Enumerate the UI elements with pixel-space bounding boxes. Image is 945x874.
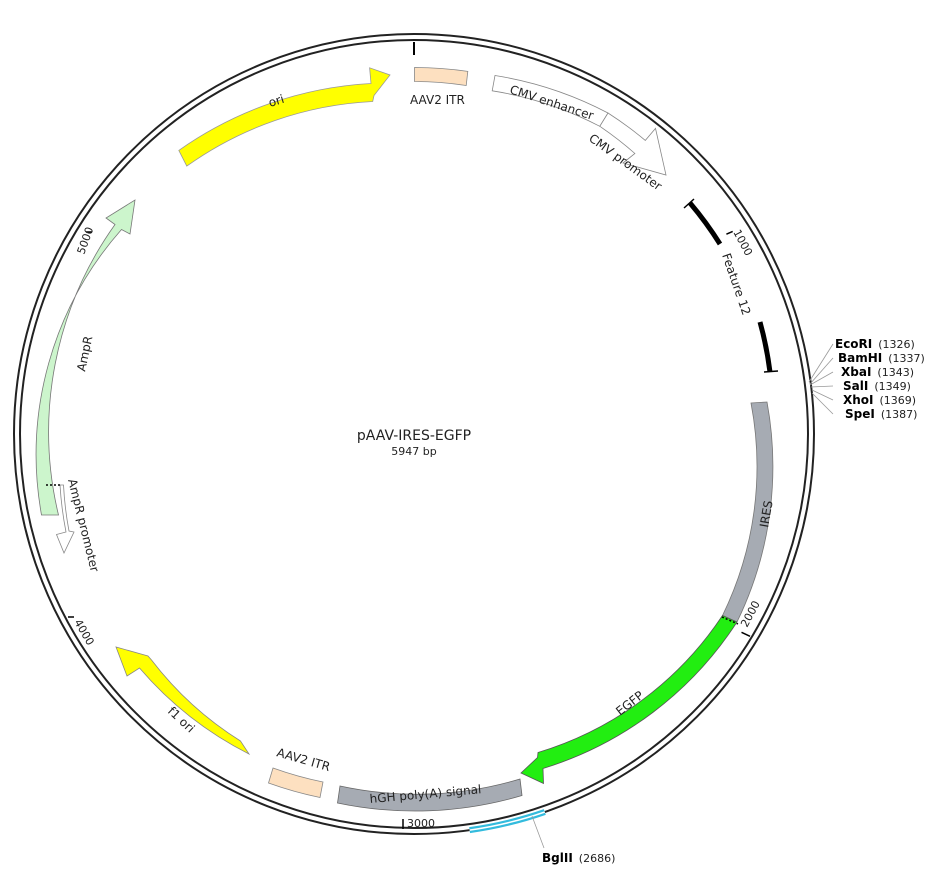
tick-label-4000: 4000 <box>71 617 96 648</box>
svg-text:XbaI(1343): XbaI (1343) <box>841 365 914 379</box>
ampr-promoter-label: AmpR promoter <box>65 477 102 573</box>
feature-f1-ori[interactable]: f1 ori <box>115 646 251 756</box>
tick-label-3000: 3000 <box>407 817 435 830</box>
aav2-itr-top-label: AAV2 ITR <box>410 93 465 107</box>
site-name: SpeI <box>845 407 875 421</box>
restriction-site-bamhi[interactable]: BamHI (1337) <box>838 351 925 365</box>
ori-label: ori <box>267 92 286 110</box>
ruler-ticks: 1000 2000 3000 4000 5000 <box>68 225 763 830</box>
ampr-promoter-arrow <box>55 484 75 554</box>
bglii-region-inner <box>469 811 546 831</box>
feature-12-cap-b <box>763 370 779 373</box>
restriction-site-sali[interactable]: SalI (1349) <box>843 379 911 393</box>
site-position: (1387) <box>881 408 918 421</box>
svg-text:BamHI(1337): BamHI (1337) <box>838 351 925 365</box>
restriction-site-bglii[interactable]: BglII (2686) <box>542 851 615 865</box>
plasmid-size: 5947 bp <box>391 445 436 458</box>
feature-aav2-itr-top[interactable]: AAV2 ITR <box>410 67 469 108</box>
egfp-arrow <box>520 614 738 785</box>
site-position: (1369) <box>880 394 917 407</box>
site-name: BglII <box>542 851 573 865</box>
restriction-site-spei[interactable]: SpeI (1387) <box>845 407 917 421</box>
svg-text:XhoI(1369): XhoI (1369) <box>843 393 916 407</box>
site-name: EcoRI <box>835 337 872 351</box>
tick-1000 <box>726 230 734 235</box>
feature-aav2-itr-bottom[interactable]: AAV2 ITR <box>268 745 332 798</box>
site-position: (2686) <box>579 852 616 865</box>
aav2-itr-bottom-label: AAV2 ITR <box>275 745 332 774</box>
site-name: BamHI <box>838 351 882 365</box>
tick-2000 <box>741 631 751 637</box>
ampr-label: AmpR <box>74 335 95 373</box>
feature-12-line-a <box>688 201 723 246</box>
site-name: XhoI <box>843 393 874 407</box>
ori-arrow <box>178 67 391 167</box>
site-position: (1343) <box>877 366 914 379</box>
plasmid-center-info: pAAV-IRES-EGFP 5947 bp <box>357 428 471 458</box>
restriction-site-leaders <box>531 343 834 849</box>
aav2-itr-top-box <box>414 67 469 86</box>
feature-12-line-b <box>757 321 773 373</box>
aav2-itr-bottom-box <box>268 767 324 798</box>
site-name: SalI <box>843 379 868 393</box>
svg-text:SpeI(1387): SpeI (1387) <box>845 407 917 421</box>
svg-text:BglII(2686): BglII (2686) <box>542 851 615 865</box>
feature-cmv-enhancer[interactable]: CMV enhancer <box>491 75 609 127</box>
svg-text:EcoRI(1326): EcoRI (1326) <box>835 337 915 351</box>
feature-ires[interactable]: IRES <box>721 401 776 623</box>
feature-hgh-polya[interactable]: hGH poly(A) signal <box>337 778 523 812</box>
restriction-site-xhoi[interactable]: XhoI (1369) <box>843 393 916 407</box>
restriction-site-ecori[interactable]: EcoRI (1326) <box>835 337 915 351</box>
feature-ampr-promoter[interactable]: AmpR promoter <box>55 477 102 573</box>
feature-ori[interactable]: ori <box>178 67 391 167</box>
site-position: (1349) <box>874 380 911 393</box>
cmv-promoter-arrow <box>599 112 667 176</box>
ires-label: IRES <box>757 499 775 528</box>
restriction-site-xbai[interactable]: XbaI (1343) <box>841 365 914 379</box>
feature-12-label: Feature 12 <box>719 251 753 316</box>
feature-feature-12[interactable]: Feature 12 <box>683 198 779 373</box>
site-position: (1337) <box>888 352 925 365</box>
site-name: XbaI <box>841 365 871 379</box>
plasmid-backbone <box>13 33 815 835</box>
egfp-junction-dots <box>721 616 739 625</box>
site-position: (1326) <box>878 338 915 351</box>
ampr-arrow <box>35 199 136 516</box>
f1-ori-arrow <box>115 646 251 756</box>
svg-text:SalI(1349): SalI (1349) <box>843 379 911 393</box>
plasmid-name: pAAV-IRES-EGFP <box>357 428 471 444</box>
feature-12-cap-a <box>683 198 695 209</box>
hgh-polya-box <box>337 778 523 812</box>
